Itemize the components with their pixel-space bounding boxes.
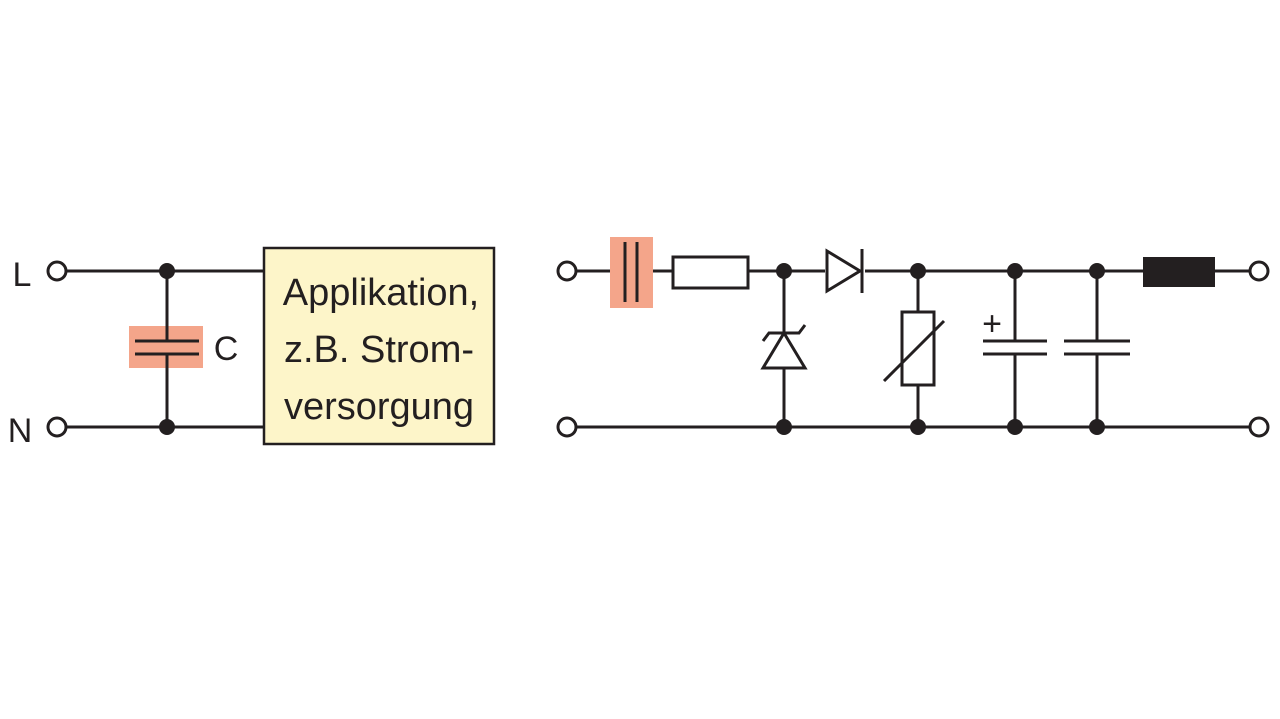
terminal-l <box>46 260 68 282</box>
series-capacitor-highlight <box>610 237 653 308</box>
terminal-n <box>46 416 68 438</box>
filter-capacitor <box>1064 271 1130 427</box>
series-capacitor <box>610 237 653 308</box>
application-box-line3: versorgung <box>284 386 474 428</box>
choke-inductor <box>1143 257 1215 287</box>
input-terminal-top <box>556 260 578 282</box>
output-terminal-bottom <box>1248 416 1270 438</box>
terminal-label-n: N <box>8 412 33 450</box>
input-terminal-bottom <box>556 416 578 438</box>
series-resistor <box>671 255 750 290</box>
application-box-frame <box>262 246 496 446</box>
application-box: Applikation, z.B. Strom- versorgung <box>262 246 496 446</box>
application-box-line1: Applikation, <box>283 272 479 314</box>
terminal-label-l: L <box>13 256 32 294</box>
capacitor-label: C <box>214 330 239 368</box>
electrolytic-capacitor: + <box>982 271 1047 427</box>
junction-dot <box>910 419 926 435</box>
output-terminal-top <box>1248 260 1270 282</box>
junction-dot <box>776 263 792 279</box>
varistor <box>882 271 946 427</box>
junction-dot <box>159 263 175 279</box>
diode-triangle <box>825 248 863 294</box>
series-diode <box>825 248 864 294</box>
varistor-slash <box>882 319 946 383</box>
junction-dot <box>159 419 175 435</box>
junction-dot <box>776 419 792 435</box>
polarity-plus: + <box>982 305 1002 343</box>
junction-dot <box>1089 263 1105 279</box>
left-circuit: L N C Applikation, z.B. Strom- versorgun… <box>8 246 496 450</box>
junction-dot <box>1089 419 1105 435</box>
junction-dot <box>1007 263 1023 279</box>
zener-triangle <box>760 330 808 370</box>
right-circuit: + <box>556 237 1270 438</box>
junction-dot <box>1007 419 1023 435</box>
x-capacitor <box>129 271 203 427</box>
junction-dot <box>910 263 926 279</box>
application-box-line2: z.B. Strom- <box>284 329 474 371</box>
zener-diode <box>760 271 808 427</box>
